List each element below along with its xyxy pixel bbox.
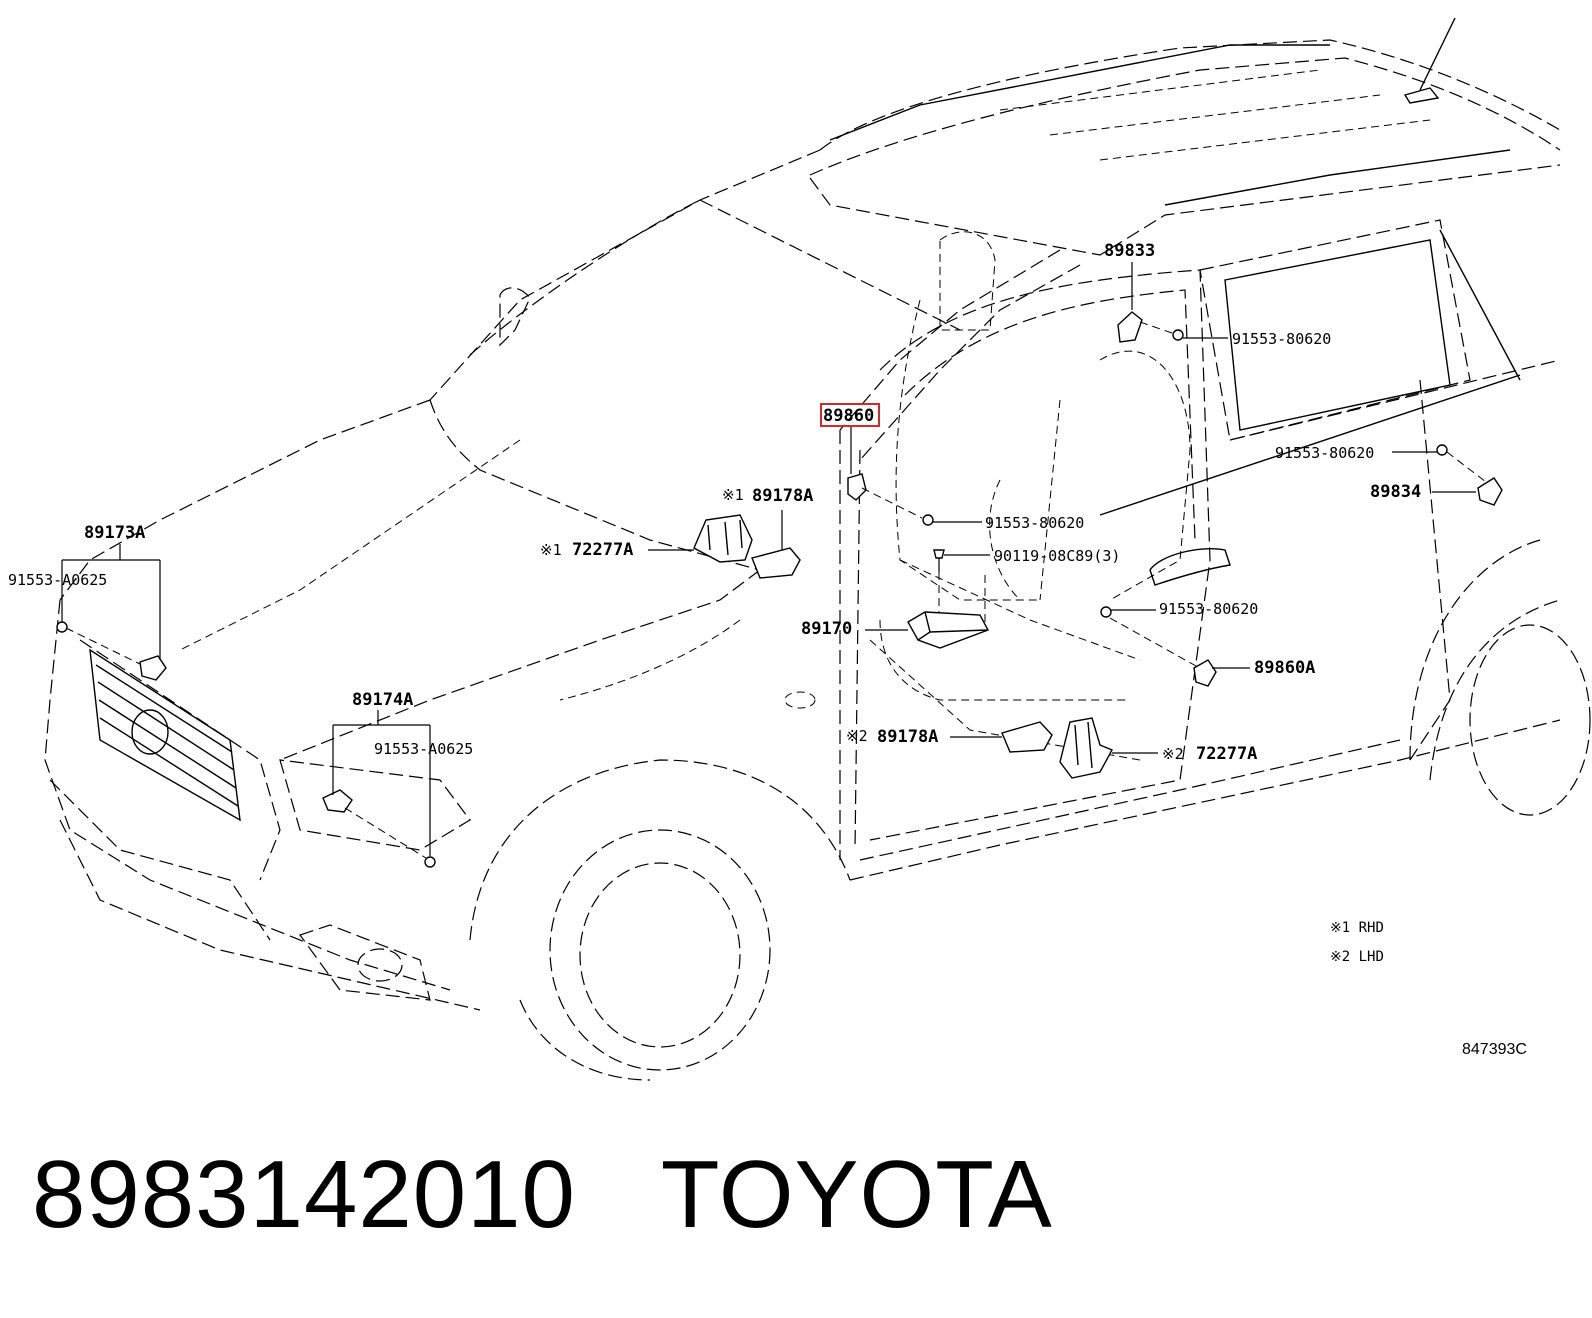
sensor-89178A-rhd — [751, 547, 801, 579]
bolt-91553-80620-a — [1172, 329, 1184, 341]
illustration-code: 847393C — [1462, 1041, 1527, 1058]
label-91553-80620-b: 91553-80620 — [1275, 444, 1374, 462]
footer: 8983142010 TOYOTA — [32, 1140, 1053, 1250]
airbag-sensor-diagram: 89833 91553-80620 89860 91553-80620 8983… — [8, 17, 1591, 1081]
label-89170: 89170 — [801, 619, 852, 639]
bolt-91553-80620-b — [1436, 444, 1448, 456]
sensor-89833 — [1117, 311, 1143, 343]
label-91553-80620-c: 91553-80620 — [985, 514, 1084, 532]
label-91553-A0625-b: 91553-A0625 — [374, 740, 473, 758]
bolt-91553-A0625-a — [56, 621, 68, 633]
rhd-mark-1: ※1 — [722, 486, 744, 504]
brand-name: TOYOTA — [660, 1141, 1053, 1248]
bracket-72277A-lhd — [1059, 717, 1113, 779]
part-number: 8983142010 — [32, 1141, 576, 1248]
bolt-91553-80620-c — [922, 514, 934, 526]
label-72277A-rhd: 72277A — [572, 540, 633, 560]
label-89834: 89834 — [1370, 482, 1421, 502]
highlight-box — [820, 403, 880, 427]
vehicle-outline — [44, 17, 1591, 1081]
label-90119: 90119-08C89(3) — [994, 547, 1120, 565]
bolt-91553-80620-d — [1100, 606, 1112, 618]
label-89860A: 89860A — [1254, 658, 1315, 678]
sensor-89860A — [1193, 659, 1217, 687]
label-89833: 89833 — [1104, 241, 1155, 261]
parts — [56, 311, 1503, 868]
legend-note-lhd: ※2 LHD — [1330, 949, 1384, 965]
label-89174A: 89174A — [352, 690, 413, 710]
label-89178A-lhd: 89178A — [877, 727, 938, 747]
lhd-mark-1: ※2 — [846, 727, 868, 745]
screw-90119 — [933, 549, 945, 559]
label-89178A-rhd: 89178A — [752, 486, 813, 506]
sensor-89174A — [322, 789, 353, 813]
label-91553-80620-d: 91553-80620 — [1159, 600, 1258, 618]
sensor-89834 — [1477, 477, 1503, 506]
label-89173A: 89173A — [84, 523, 145, 543]
legend-note-rhd: ※1 RHD — [1330, 920, 1384, 936]
bolt-91553-A0625-b — [424, 856, 436, 868]
leader-lines — [61, 262, 1487, 859]
callout-labels: 89833 91553-80620 89860 91553-80620 8983… — [8, 241, 1421, 764]
label-91553-80620-a: 91553-80620 — [1232, 330, 1331, 348]
legend: ※1 RHD ※2 LHD — [1330, 920, 1384, 965]
sensor-89173A — [139, 655, 167, 681]
lhd-mark-2: ※2 — [1162, 745, 1184, 763]
label-91553-A0625-a: 91553-A0625 — [8, 571, 107, 589]
sensor-89178A-lhd — [1001, 721, 1053, 753]
sensor-89860 — [847, 473, 867, 501]
label-89860: 89860 — [823, 406, 874, 426]
label-72277A-lhd: 72277A — [1196, 744, 1257, 764]
rhd-mark-2: ※1 — [540, 541, 562, 559]
